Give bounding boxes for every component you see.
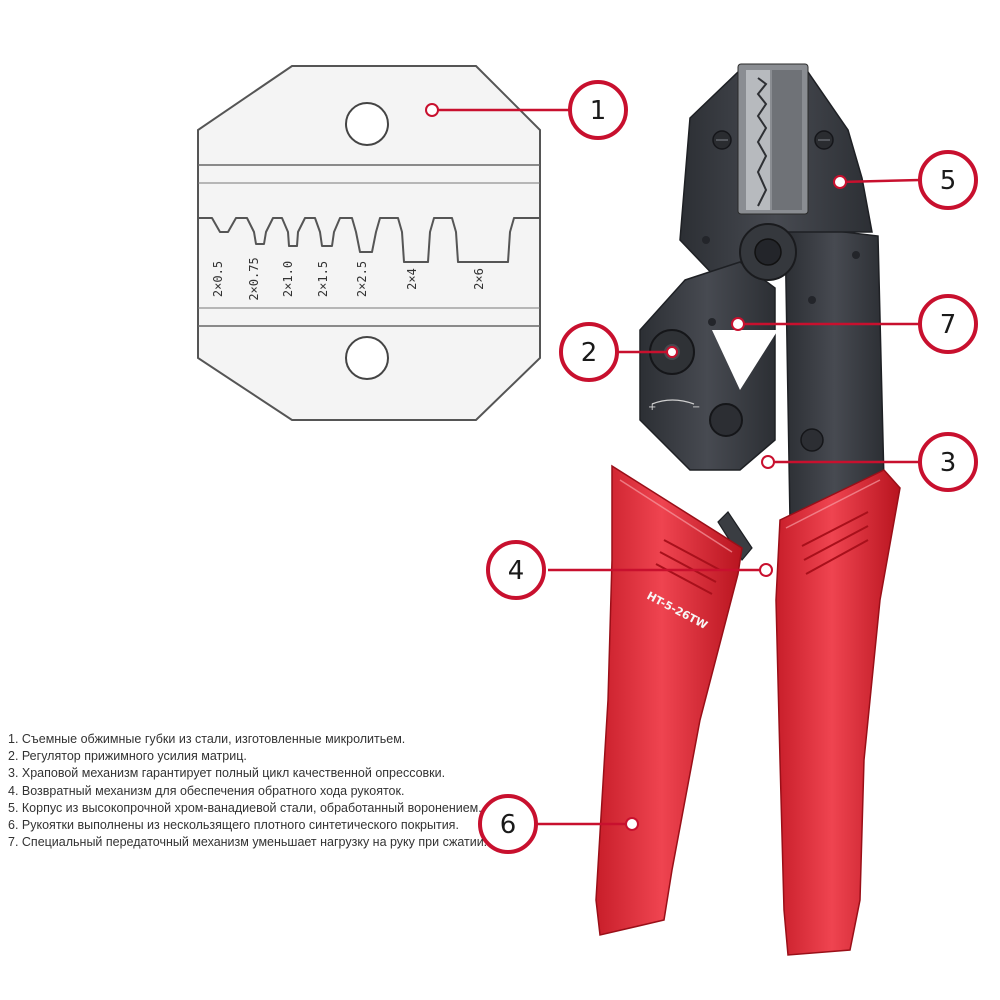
callout-markers: 1 2 3 4 5 6 7 xyxy=(478,80,978,854)
callout-circle-icon xyxy=(568,80,628,140)
callout-number: 5 xyxy=(940,166,957,196)
callout-anchor-6 xyxy=(625,817,639,831)
callout-leaders xyxy=(536,178,921,826)
die-plate-cavity-profile xyxy=(198,217,540,263)
crimping-pliers: + − HT-5-26TW xyxy=(595,63,901,956)
callout-anchor-1 xyxy=(425,103,439,117)
svg-text:−: − xyxy=(692,402,700,413)
die-size-label: 2×1.0 xyxy=(281,261,295,297)
callout-5: 5 xyxy=(918,150,978,210)
callout-1: 1 xyxy=(568,80,628,140)
callout-number: 6 xyxy=(500,810,517,840)
callout-number: 1 xyxy=(590,96,607,126)
callout-anchor-4 xyxy=(759,563,773,577)
die-size-label: 2×0.75 xyxy=(247,257,261,300)
callout-anchor-3 xyxy=(761,455,775,469)
die-size-label: 2×2.5 xyxy=(355,261,369,297)
callout-circle-icon xyxy=(559,322,619,382)
callout-anchor-7 xyxy=(731,317,745,331)
callout-4: 4 xyxy=(486,540,546,600)
callout-circle-icon xyxy=(918,150,978,210)
callout-number: 7 xyxy=(940,310,957,340)
callout-anchor-2 xyxy=(666,346,678,358)
die-size-label: 2×1.5 xyxy=(316,261,330,297)
die-plate-upper-hole xyxy=(345,102,389,146)
callout-anchors xyxy=(625,175,847,831)
right-handle xyxy=(775,469,901,956)
callout-2: 2 xyxy=(559,322,619,382)
legend-item: 6. Рукоятки выполнены из нескользящего п… xyxy=(8,818,459,833)
callout-6: 6 xyxy=(478,794,538,854)
callout-circle-icon xyxy=(918,294,978,354)
legend-item: 5. Корпус из высокопрочной хром-ванадиев… xyxy=(8,800,482,815)
legend-item: 4. Возвратный механизм для обеспечения о… xyxy=(8,783,405,798)
legend-list: 1. Съемные обжимные губки из стали, изго… xyxy=(8,731,528,851)
die-size-label: 2×4 xyxy=(405,268,419,290)
callout-number: 2 xyxy=(581,338,598,368)
svg-text:+: + xyxy=(648,402,656,413)
left-handle xyxy=(595,464,743,936)
callout-7: 7 xyxy=(918,294,978,354)
legend-item: 3. Храповой механизм гарантирует полный … xyxy=(8,766,446,781)
callout-number: 4 xyxy=(508,556,525,586)
callout-3: 3 xyxy=(918,432,978,492)
callout-circle-icon xyxy=(918,432,978,492)
callout-circle-icon xyxy=(478,794,538,854)
die-size-label: 2×0.5 xyxy=(211,261,225,297)
callout-anchor-5 xyxy=(833,175,847,189)
callout-number: 3 xyxy=(940,448,957,478)
die-plate: 2×0.5 2×0.75 2×1.0 2×1.5 2×2.5 2×4 2×6 xyxy=(197,65,541,421)
legend-item: 2. Регулятор прижимного усилия матриц. xyxy=(8,749,247,764)
legend-item: 1. Съемные обжимные губки из стали, изго… xyxy=(8,732,406,746)
die-size-labels: 2×0.5 2×0.75 2×1.0 2×1.5 2×2.5 2×4 2×6 xyxy=(211,257,486,300)
callout-leader-5 xyxy=(839,178,921,184)
die-plate-lower-hole xyxy=(345,336,389,380)
legend-item: 7. Специальный передаточный механизм уме… xyxy=(8,835,488,850)
callout-circle-icon xyxy=(486,540,546,600)
die-size-label: 2×6 xyxy=(472,268,486,290)
